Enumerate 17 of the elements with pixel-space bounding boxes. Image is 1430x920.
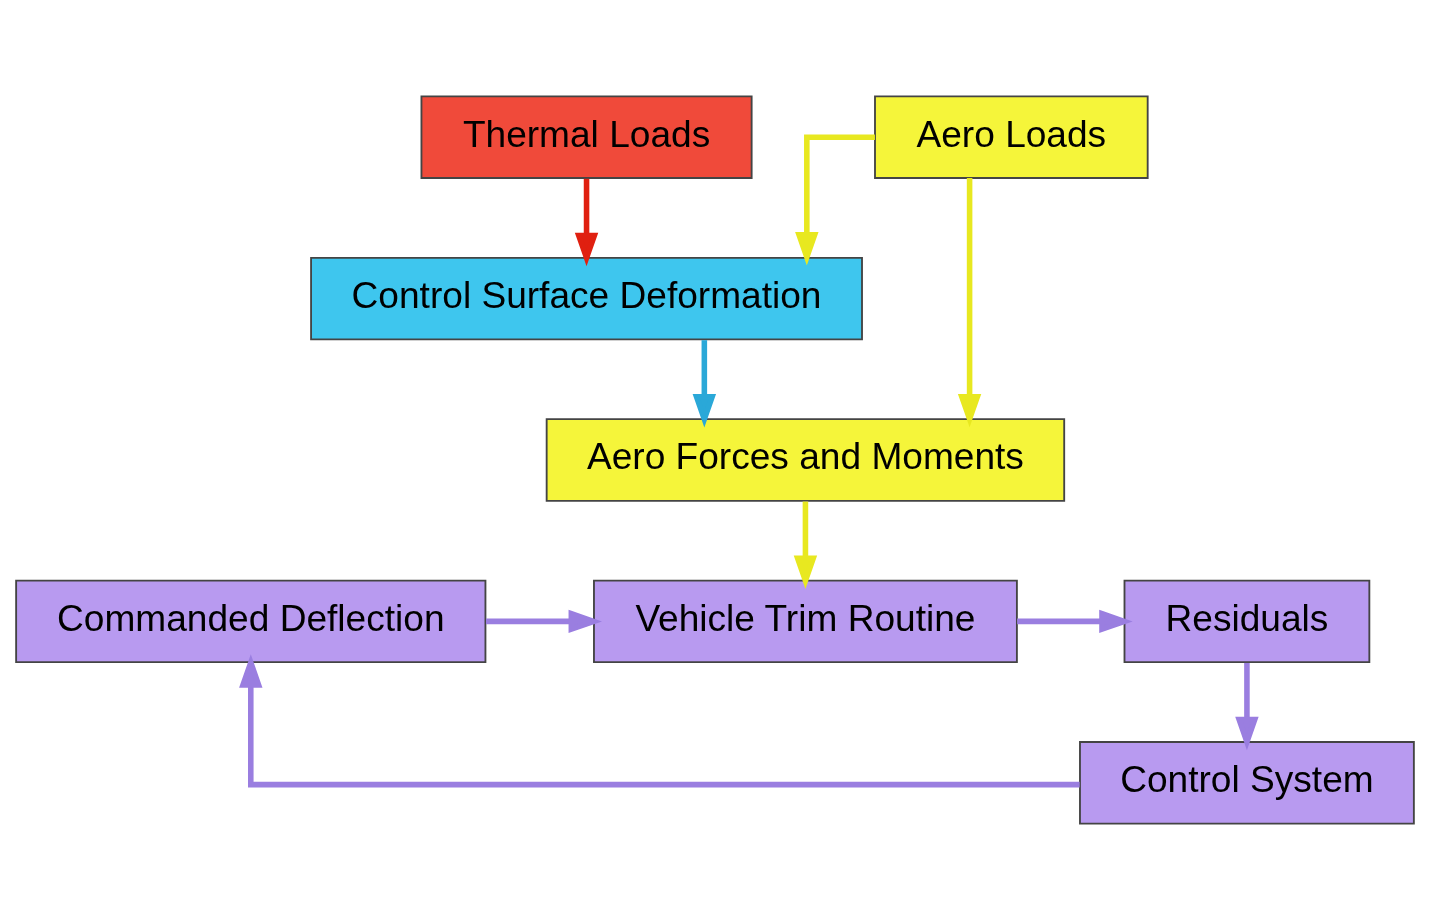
node-box: Control System	[1079, 741, 1415, 825]
arrow	[1235, 662, 1259, 751]
arrow	[795, 134, 875, 266]
arrow	[692, 340, 717, 428]
node-box: Vehicle Trim Routine	[593, 579, 1018, 664]
arrow	[486, 609, 602, 634]
node-box: Commanded Deflection	[15, 579, 487, 664]
node-box: Aero Forces and Moments	[545, 418, 1066, 502]
arrow	[574, 178, 599, 267]
arrow	[793, 501, 818, 589]
arrow	[239, 654, 1080, 788]
node-box: Control Surface Deformation	[310, 256, 863, 341]
arrow	[1017, 609, 1133, 634]
arrow	[957, 178, 982, 428]
node-box: Residuals	[1123, 579, 1371, 664]
node-box: Aero Loads	[874, 95, 1149, 179]
node-box: Thermal Loads	[420, 95, 753, 179]
